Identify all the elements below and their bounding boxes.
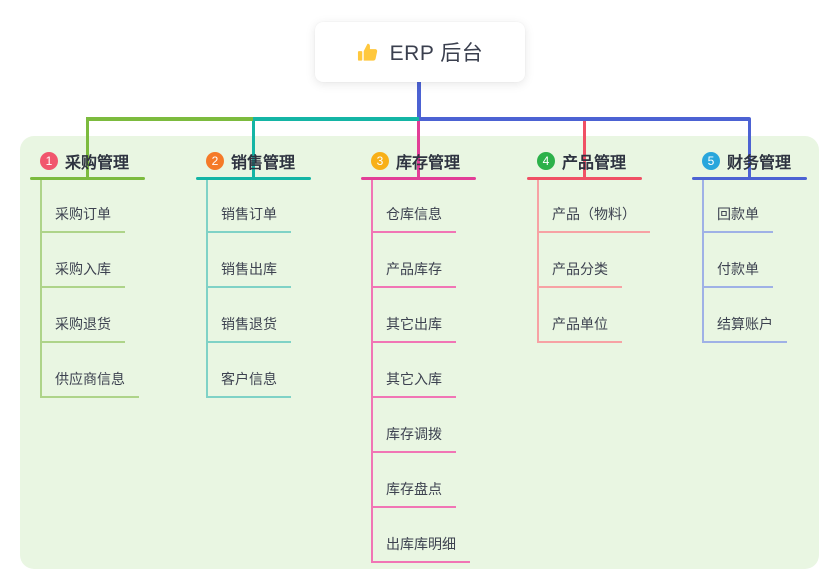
branch-child-spine — [537, 180, 539, 343]
branch-child-spine — [40, 180, 42, 398]
branches-panel — [20, 136, 819, 569]
branch-underline — [692, 177, 807, 180]
branch-drop-line-finance — [748, 121, 751, 178]
branch-label: 采购管理 — [65, 155, 130, 172]
node-purchase-inbound[interactable]: 采购入库 — [40, 260, 125, 288]
node-supplier-info[interactable]: 供应商信息 — [40, 370, 139, 398]
branch-underline — [30, 177, 145, 180]
branch-underline — [196, 177, 311, 180]
badge-2: 2 — [206, 152, 224, 170]
badge-3: 3 — [371, 152, 389, 170]
node-receipt-bill[interactable]: 回款单 — [702, 205, 773, 233]
node-stock-transfer[interactable]: 库存调拨 — [371, 425, 456, 453]
node-product-stock[interactable]: 产品库存 — [371, 260, 456, 288]
branch-child-spine — [206, 180, 208, 398]
node-sales-return[interactable]: 销售退货 — [206, 315, 291, 343]
node-product-unit[interactable]: 产品单位 — [537, 315, 622, 343]
node-stock-count[interactable]: 库存盘点 — [371, 480, 456, 508]
branch-label: 销售管理 — [231, 155, 296, 172]
node-sales-outbound[interactable]: 销售出库 — [206, 260, 291, 288]
badge-4: 4 — [537, 152, 555, 170]
branch-label: 库存管理 — [396, 155, 461, 172]
bus-line-right — [419, 117, 751, 121]
node-product-category[interactable]: 产品分类 — [537, 260, 622, 288]
node-purchase-order[interactable]: 采购订单 — [40, 205, 125, 233]
branch-underline — [527, 177, 642, 180]
node-other-inbound[interactable]: 其它入库 — [371, 370, 456, 398]
branch-child-spine — [702, 180, 704, 343]
node-sales-order[interactable]: 销售订单 — [206, 205, 291, 233]
branch-label: 产品管理 — [562, 155, 627, 172]
badge-1: 1 — [40, 152, 58, 170]
branch-node-finance[interactable]: 5 财务管理 — [702, 149, 791, 173]
node-other-outbound[interactable]: 其它出库 — [371, 315, 456, 343]
bus-line-middle — [253, 117, 419, 121]
thumbs-up-icon — [357, 41, 380, 64]
branch-drop-line-product — [583, 121, 586, 178]
branch-drop-line-sales — [252, 121, 255, 178]
branch-drop-line-inventory — [417, 121, 420, 178]
branch-label: 财务管理 — [727, 155, 792, 172]
branch-node-purchase[interactable]: 1 采购管理 — [40, 149, 129, 173]
node-product-material[interactable]: 产品（物料） — [537, 205, 650, 233]
branch-child-spine — [371, 180, 373, 563]
badge-5: 5 — [702, 152, 720, 170]
node-purchase-return[interactable]: 采购退货 — [40, 315, 125, 343]
node-outbound-detail[interactable]: 出库库明细 — [371, 535, 470, 563]
branch-underline — [361, 177, 476, 180]
node-payment-bill[interactable]: 付款单 — [702, 260, 773, 288]
node-settlement-account[interactable]: 结算账户 — [702, 315, 787, 343]
branch-node-product[interactable]: 4 产品管理 — [537, 149, 626, 173]
node-customer-info[interactable]: 客户信息 — [206, 370, 291, 398]
branch-node-inventory[interactable]: 3 库存管理 — [371, 149, 460, 173]
root-node[interactable]: ERP 后台 — [315, 22, 525, 82]
root-node-title: ERP 后台 — [389, 42, 484, 65]
node-warehouse-info[interactable]: 仓库信息 — [371, 205, 456, 233]
bus-line-left — [86, 117, 253, 121]
root-connector-line — [417, 82, 421, 118]
branch-node-sales[interactable]: 2 销售管理 — [206, 149, 295, 173]
branch-drop-line-purchase — [86, 121, 89, 178]
